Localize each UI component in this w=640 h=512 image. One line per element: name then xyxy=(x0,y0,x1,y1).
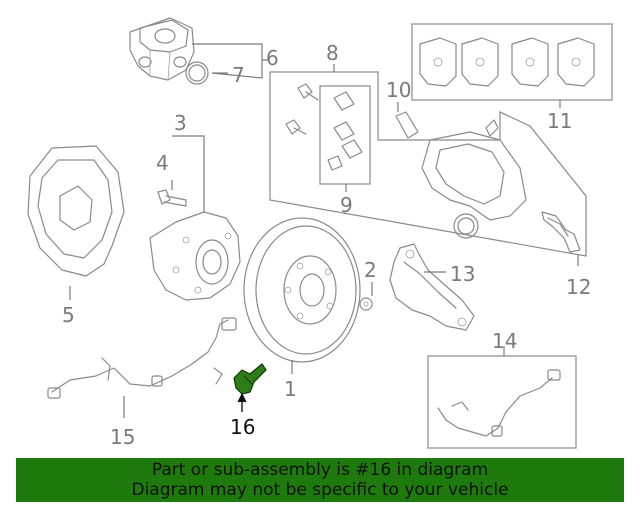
caliper-piston-part xyxy=(129,17,195,81)
brake-backing-plate xyxy=(27,145,125,277)
guide-pin-boot xyxy=(395,111,419,139)
callout-15[interactable]: 15 xyxy=(110,425,135,449)
part-14-box xyxy=(427,355,577,449)
callout-13[interactable]: 13 xyxy=(450,262,475,286)
guide-pins xyxy=(327,91,363,171)
callout-11[interactable]: 11 xyxy=(547,109,572,133)
arrow-16 xyxy=(237,392,247,403)
callout-16[interactable]: 16 xyxy=(230,415,255,439)
callout-12[interactable]: 12 xyxy=(566,275,591,299)
brake-pad-box xyxy=(411,23,613,101)
callout-1[interactable]: 1 xyxy=(284,377,297,401)
callout-3[interactable]: 3 xyxy=(174,111,187,135)
pad-retainer-clip xyxy=(541,211,581,253)
callout-4[interactable]: 4 xyxy=(156,151,169,175)
leader-3 xyxy=(172,135,205,212)
banner-line-2: Diagram may not be specific to your vehi… xyxy=(131,480,509,500)
callout-10[interactable]: 10 xyxy=(386,78,411,102)
brake-rotor xyxy=(243,217,361,363)
rotor-screw xyxy=(359,297,373,311)
part-14-harness xyxy=(437,369,561,437)
piston-seal-ring xyxy=(185,61,209,85)
banner-line-1: Part or sub-assembly is #16 in diagram xyxy=(151,460,489,480)
leader-6 xyxy=(192,43,268,79)
exploded-parts-diagram: 6 7 11 8 9 10 xyxy=(27,17,613,449)
brake-pad-set xyxy=(411,23,613,101)
callout-2[interactable]: 2 xyxy=(364,258,377,282)
hub-bearing-assembly xyxy=(149,211,241,301)
caliper-pin-kit-box xyxy=(319,85,371,185)
callout-14[interactable]: 14 xyxy=(492,329,517,353)
callout-9[interactable]: 9 xyxy=(340,193,353,217)
callout-7[interactable]: 7 xyxy=(232,63,245,87)
info-banner: Part or sub-assembly is #16 in diagram D… xyxy=(16,458,624,502)
caliper-assembly-outline xyxy=(269,71,587,257)
caliper-body xyxy=(421,119,527,239)
hub-bolt xyxy=(157,189,187,207)
caliper-bracket xyxy=(389,243,475,331)
wheel-speed-sensor-highlighted[interactable] xyxy=(233,363,267,395)
speed-sensor-harness xyxy=(47,317,237,399)
callout-8[interactable]: 8 xyxy=(326,41,339,65)
caliper-bolts xyxy=(285,83,319,135)
callout-6[interactable]: 6 xyxy=(266,46,279,70)
callout-5[interactable]: 5 xyxy=(62,303,75,327)
